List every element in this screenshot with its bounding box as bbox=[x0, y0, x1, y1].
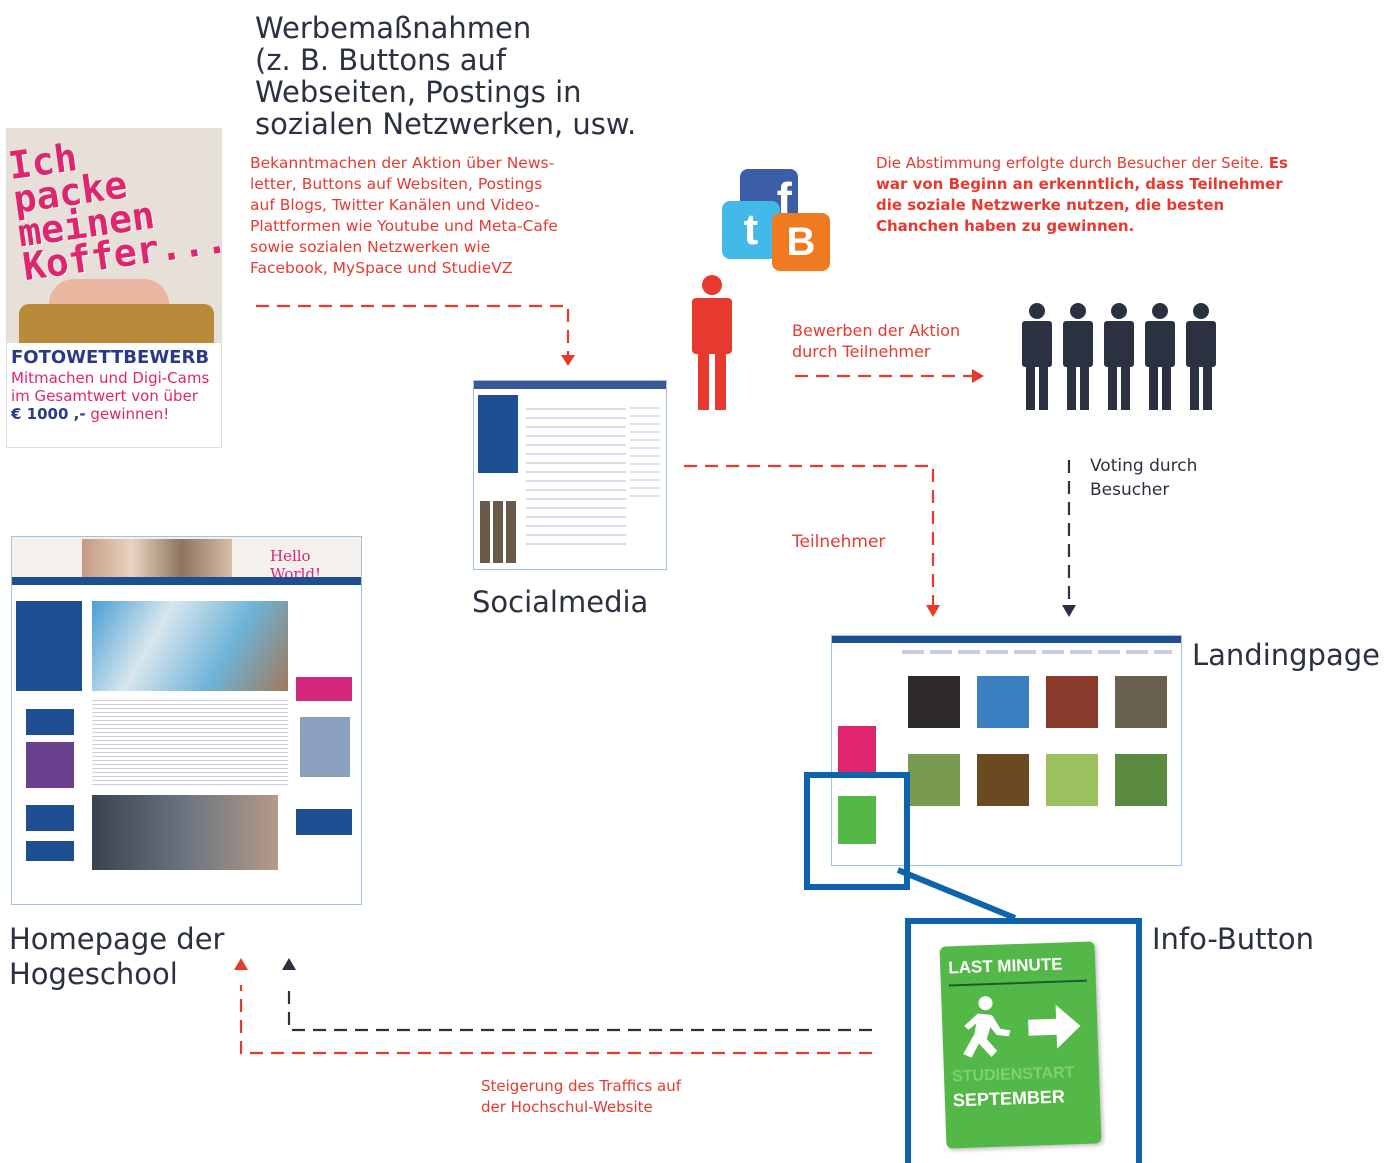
voting-note: Die Abstimmung erfolgte durch Besucher d… bbox=[876, 153, 1296, 237]
landingpage-screenshot bbox=[831, 635, 1182, 866]
voting-note-bold: Es war von Beginn an erkenntlich, dass T… bbox=[876, 154, 1288, 235]
participant-person-icon bbox=[692, 275, 732, 410]
homepage-video bbox=[92, 795, 278, 870]
label-infobutton: Info-Button bbox=[1152, 922, 1314, 956]
visitors-group-icon bbox=[1022, 303, 1216, 410]
homepage-right-pink bbox=[296, 677, 352, 701]
label-landingpage: Landingpage bbox=[1192, 638, 1380, 672]
twitter-icon: t bbox=[722, 201, 780, 259]
info-divider bbox=[948, 979, 1087, 987]
friend-thumbs bbox=[480, 501, 518, 563]
homepage-left-menu bbox=[16, 601, 82, 691]
homepage-left-box3 bbox=[26, 805, 74, 831]
label-homepage: Homepage der Hogeschool bbox=[9, 922, 225, 991]
label-voting: Voting durch Besucher bbox=[1090, 456, 1198, 500]
feed-lines bbox=[526, 401, 626, 551]
landing-photo bbox=[977, 676, 1029, 728]
landing-photo bbox=[908, 754, 960, 806]
homepage-text bbox=[92, 697, 288, 787]
landing-photo bbox=[1115, 676, 1167, 728]
landing-topbar bbox=[832, 636, 1181, 643]
landing-photo bbox=[1046, 754, 1098, 806]
info-line2: STUDIENSTART bbox=[951, 1064, 1075, 1086]
label-promote: Bewerben der Aktion durch Teilnehmer bbox=[792, 321, 961, 361]
landing-photo bbox=[908, 676, 960, 728]
facebook-topbar bbox=[474, 381, 666, 389]
socialmedia-screenshot bbox=[473, 380, 667, 570]
homepage-left-box1 bbox=[26, 709, 74, 735]
landing-pink-card bbox=[838, 726, 876, 772]
poster-footer bbox=[7, 343, 221, 447]
promo-title: Werbemaßnahmen (z. B. Buttons auf Websei… bbox=[255, 11, 637, 141]
info-line1: LAST MINUTE bbox=[947, 954, 1063, 978]
poster-contest: FOTOWETTBEWERB bbox=[11, 347, 210, 368]
poster-body-text: Mitmachen und Digi-Cams im Gesamtwert vo… bbox=[11, 369, 210, 405]
social-icons: f t B bbox=[720, 165, 832, 273]
poster-prize: € 1000 ,- bbox=[11, 405, 86, 423]
info-button-highlight bbox=[804, 772, 910, 890]
homepage-screenshot: Hello World! bbox=[11, 536, 362, 905]
last-minute-button[interactable]: LAST MINUTE STUDIENSTART SEPTEMBER bbox=[939, 941, 1102, 1149]
landing-photo bbox=[977, 754, 1029, 806]
homepage-navbar bbox=[12, 577, 361, 585]
header-people bbox=[82, 539, 232, 577]
homepage-left-box4 bbox=[26, 841, 74, 861]
poster-prize-suffix: gewinnen! bbox=[85, 405, 170, 423]
running-man-icon bbox=[963, 996, 1081, 1058]
blogger-icon: B bbox=[772, 213, 830, 271]
info-line3: SEPTEMBER bbox=[952, 1086, 1066, 1111]
label-traffic: Steigerung des Traffics auf der Hochschu… bbox=[481, 1077, 681, 1116]
label-socialmedia: Socialmedia bbox=[472, 585, 649, 619]
voting-note-intro: Die Abstimmung erfolgte durch Besucher d… bbox=[876, 154, 1269, 172]
homepage-left-box2 bbox=[26, 742, 74, 788]
homepage-right-blue bbox=[296, 809, 352, 835]
landing-nav bbox=[902, 650, 1172, 654]
poster-body: Mitmachen und Digi-Cams im Gesamtwert vo… bbox=[11, 369, 216, 423]
label-participants: Teilnehmer bbox=[792, 532, 886, 552]
landing-photo bbox=[1115, 754, 1167, 806]
homepage-right-mag bbox=[300, 717, 350, 777]
profile-sidebar bbox=[478, 395, 518, 473]
promo-description: Bekanntmachen der Aktion über News- lett… bbox=[250, 154, 558, 277]
homepage-hero bbox=[92, 601, 288, 691]
landing-green-card bbox=[838, 796, 876, 844]
landing-photo bbox=[1046, 676, 1098, 728]
right-column bbox=[630, 401, 660, 501]
info-button-zoom: LAST MINUTE STUDIENSTART SEPTEMBER bbox=[905, 918, 1142, 1163]
contest-poster: Ich packe meinen Koffer... FOTOWETTBEWER… bbox=[6, 128, 222, 448]
